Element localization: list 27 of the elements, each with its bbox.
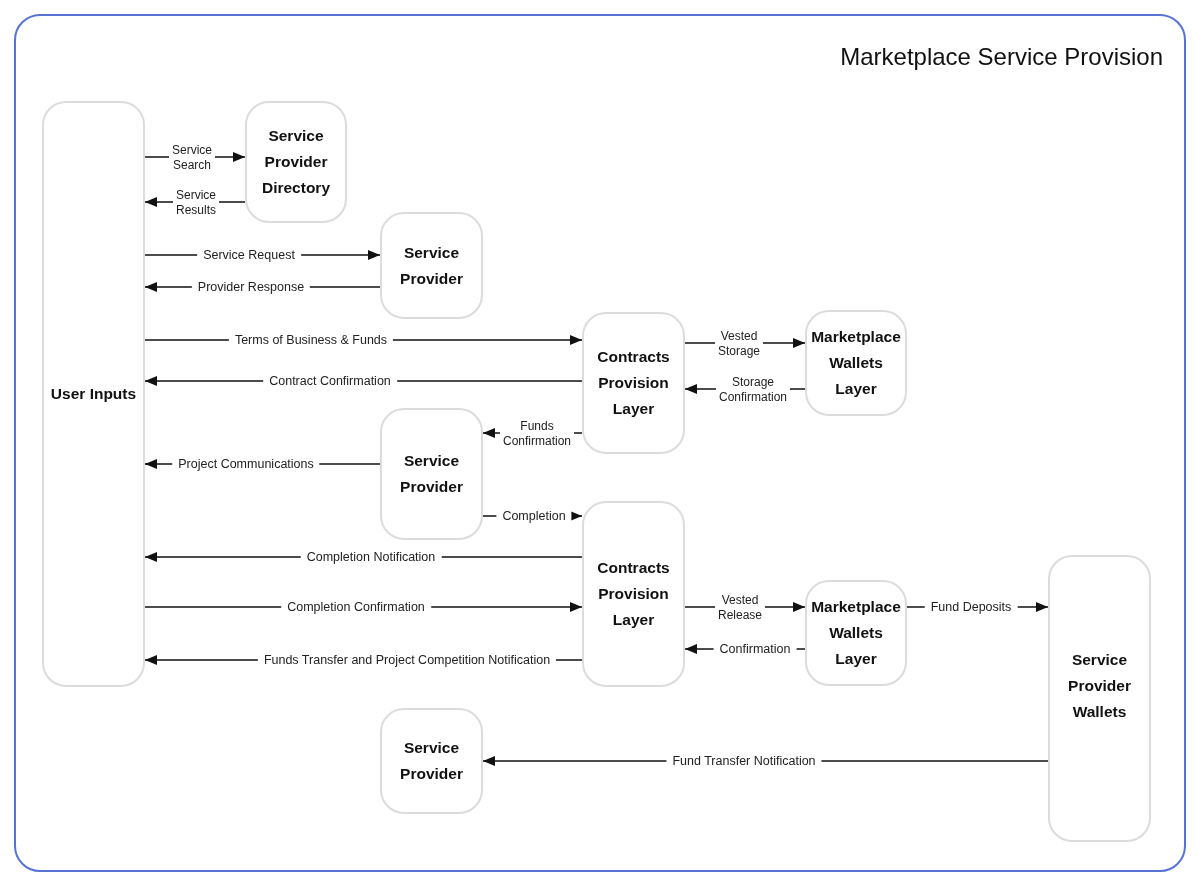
process-box <box>1048 555 1151 842</box>
node-title: User Inputs <box>50 384 137 404</box>
edge-label: Service Results <box>173 187 219 217</box>
node-title: Service Provider <box>400 451 463 497</box>
process-box <box>582 501 685 687</box>
node-title: Service Provider Wallets <box>1068 649 1131 722</box>
node-title: Service Provider <box>400 738 463 784</box>
process-box <box>582 312 685 454</box>
node-title: Service Provider Directory <box>261 126 330 198</box>
edge-label: Funds Confirmation <box>500 418 574 448</box>
diagram-title: Marketplace Service Provision <box>840 42 1163 72</box>
node-title: Service Provider <box>400 242 463 289</box>
process-box <box>380 708 483 814</box>
process-box <box>380 212 483 319</box>
edge-label: Service Search <box>169 142 215 172</box>
process-box <box>42 101 145 687</box>
edge-label: Vested Storage <box>715 328 763 358</box>
node-title: Marketplace Wallets Layer <box>811 327 901 399</box>
node-title: Marketplace Wallets Layer <box>811 597 901 669</box>
node-title: Contracts Provision Layer <box>597 558 670 630</box>
process-box <box>805 580 907 686</box>
node-title: Contracts Provision Layer <box>597 347 670 419</box>
edge-label: Vested Release <box>715 592 765 622</box>
process-box <box>805 310 907 416</box>
edge-label: Storage Confirmation <box>716 374 790 404</box>
process-box <box>245 101 347 223</box>
process-box <box>380 408 483 540</box>
